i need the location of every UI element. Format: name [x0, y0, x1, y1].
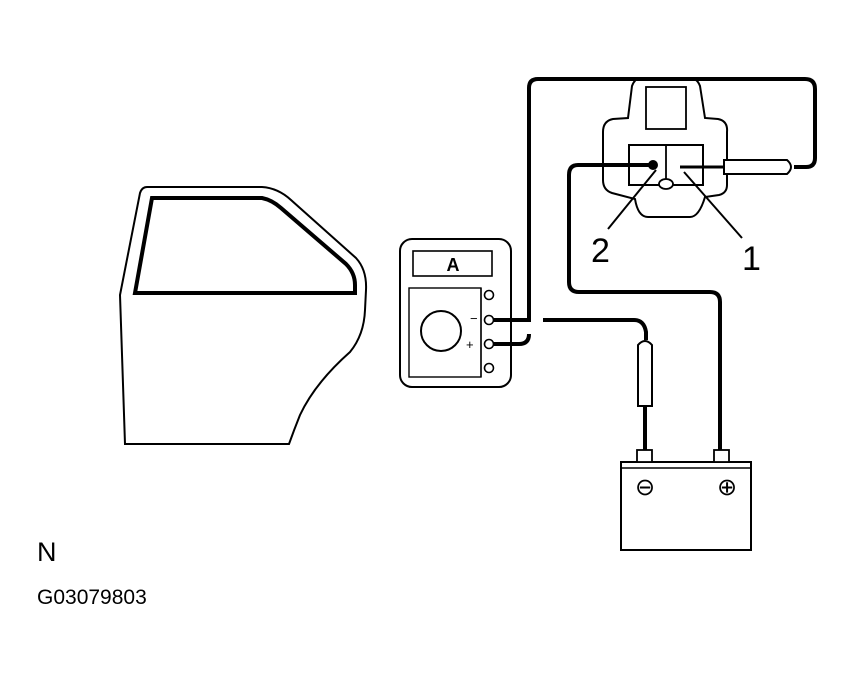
meter-display-label: A — [447, 255, 460, 275]
figure-id-label: G03079803 — [37, 586, 147, 609]
jack-minus[interactable] — [483, 314, 495, 326]
door-outline — [118, 186, 368, 445]
connector-key — [658, 178, 674, 190]
wire-battery-negative-lead[interactable] — [543, 318, 648, 340]
connector[interactable] — [602, 77, 729, 218]
probe-terminal-1[interactable] — [680, 159, 792, 175]
wire-meter-plus[interactable] — [493, 333, 531, 346]
plus-jack-label: + — [466, 337, 474, 352]
battery-body — [620, 461, 752, 551]
wires — [493, 77, 817, 450]
probe-handle-2 — [637, 340, 653, 407]
terminal-2-label: 2 — [591, 232, 610, 270]
minus-jack-label: − — [470, 311, 478, 326]
meter-display — [412, 250, 493, 277]
leader-2 — [607, 169, 657, 230]
positive-post[interactable] — [713, 449, 730, 463]
view-code-label: N — [37, 537, 57, 567]
rear-door — [118, 186, 368, 445]
battery[interactable]: ⊖ ⊕ — [620, 449, 752, 551]
jack-plus[interactable] — [483, 338, 495, 350]
leader-1 — [683, 171, 743, 239]
terminal-1-label: 1 — [742, 240, 761, 278]
window-frame[interactable] — [132, 196, 357, 295]
wire-terminal-2-to-battery-positive[interactable] — [567, 163, 722, 450]
probe-handle — [723, 159, 792, 175]
positive-terminal-symbol: ⊕ — [717, 474, 737, 501]
wire-meter-minus-to-terminal-1[interactable] — [493, 77, 817, 322]
ammeter[interactable]: A − + — [399, 238, 512, 388]
probe-battery-negative[interactable] — [637, 340, 653, 407]
callout-leaders — [607, 169, 743, 239]
selector-knob[interactable] — [420, 310, 462, 352]
negative-terminal-symbol: ⊖ — [635, 474, 655, 501]
negative-post[interactable] — [636, 449, 653, 463]
connector-latch — [645, 86, 687, 130]
jack-1[interactable] — [483, 289, 495, 301]
jack-4[interactable] — [483, 362, 495, 374]
